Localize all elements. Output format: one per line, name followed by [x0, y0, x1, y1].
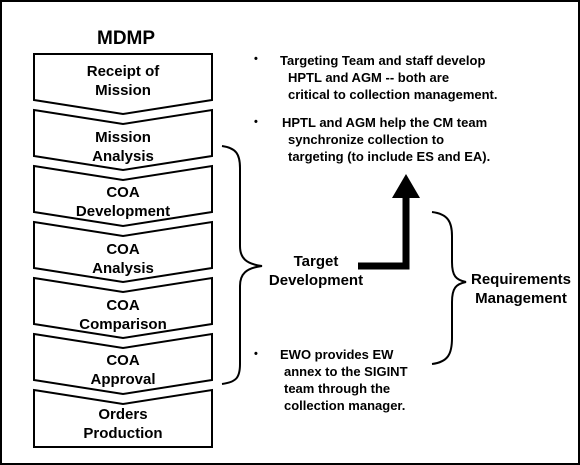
- bullet-2: •: [254, 116, 258, 128]
- target-development-brace: [221, 145, 263, 385]
- step-shape-coa-analysis: [33, 220, 213, 284]
- label-line: Management: [475, 290, 567, 307]
- step-mission-analysis: Mission Analysis: [34, 128, 212, 166]
- note-line: critical to collection management.: [288, 87, 498, 102]
- note-line: synchronize collection to: [288, 132, 445, 147]
- note-line: annex to the SIGINT: [284, 364, 408, 379]
- label-line: Requirements: [470, 271, 572, 288]
- step-label-line1: COA: [106, 241, 140, 258]
- note-line: HPTL and AGM -- both are: [288, 70, 450, 85]
- step-label-line1: Orders: [98, 406, 148, 423]
- bullet-3: •: [254, 348, 258, 360]
- step-receipt-of-mission: Receipt of Mission: [34, 62, 212, 100]
- note-line: collection manager.: [284, 398, 406, 413]
- step-label-line1: Receipt of: [86, 63, 160, 80]
- step-label-line1: COA: [106, 297, 140, 314]
- step-shape-receipt-of-mission: [33, 53, 213, 116]
- step-label-line2: Approval: [90, 371, 156, 388]
- bullet-1: •: [254, 53, 258, 65]
- label-line: Target: [293, 253, 339, 270]
- requirements-management-brace: [431, 211, 467, 365]
- target-development-label: Target Development: [256, 252, 376, 290]
- requirements-management-label: Requirements Management: [466, 270, 576, 308]
- diagram-title: MDMP: [97, 28, 156, 49]
- step-label-line2: Analysis: [92, 260, 154, 277]
- bent-arrow-head: [392, 174, 420, 198]
- note-3: EWO provides EW annex to the SIGINT team…: [280, 346, 408, 414]
- note-line: Targeting Team and staff develop: [280, 53, 486, 68]
- step-coa-comparison: COA Comparison: [34, 296, 212, 334]
- label-line: Development: [268, 272, 364, 289]
- step-coa-approval: COA Approval: [34, 351, 212, 389]
- note-line: targeting (to include ES and EA).: [288, 149, 491, 164]
- step-label-line2: Mission: [95, 82, 151, 99]
- step-label-line2: Comparison: [79, 316, 167, 333]
- step-label-line1: Mission: [95, 129, 151, 146]
- step-shape-coa-approval: [33, 332, 213, 396]
- step-coa-analysis: COA Analysis: [34, 240, 212, 278]
- bent-arrow-shaft: [358, 196, 410, 270]
- note-2: HPTL and AGM help the CM team synchroniz…: [282, 114, 490, 165]
- step-orders-production: Orders Production: [34, 405, 212, 443]
- step-shape-coa-development: [33, 164, 213, 228]
- step-label-line1: COA: [106, 352, 140, 369]
- note-line: HPTL and AGM help the CM team: [282, 115, 488, 130]
- step-label-line1: COA: [106, 184, 140, 201]
- step-label-line2: Development: [75, 203, 171, 220]
- step-shape-coa-comparison: [33, 276, 213, 340]
- step-label-line2: Analysis: [92, 148, 154, 165]
- note-line: team through the: [284, 381, 391, 396]
- note-1: Targeting Team and staff develop HPTL an…: [280, 52, 498, 103]
- step-shape-mission-analysis: [33, 108, 213, 172]
- step-label-line2: Production: [83, 425, 163, 442]
- note-line: EWO provides EW: [280, 347, 394, 362]
- step-shape-orders-production: [33, 388, 213, 448]
- step-coa-development: COA Development: [34, 183, 212, 221]
